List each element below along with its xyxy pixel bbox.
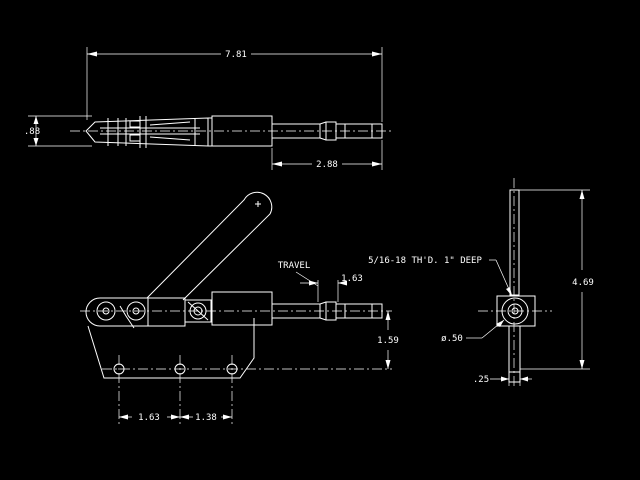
mounting-holes [102, 355, 392, 425]
dim-end-height-label: 4.69 [572, 278, 594, 288]
link-block [184, 299, 212, 323]
dim-travel-value: 1.63 [341, 274, 363, 284]
travel-label: TRAVEL [278, 261, 311, 271]
top-view-clamp-body [85, 116, 209, 148]
dim-top-height: .88 [24, 115, 92, 147]
dim-diameter-label: ø.50 [441, 334, 463, 344]
dim-plunger-extension: 2.88 [271, 140, 383, 170]
dim-diameter: ø.50 [441, 319, 505, 344]
pivot-mid [126, 301, 146, 321]
end-view: 4.69 5/16-18 TH'D. 1" DEEP ø.50 .25 [368, 178, 594, 388]
dim-top-height-label: .88 [24, 127, 40, 137]
pivot-left [96, 301, 116, 321]
thread-note: 5/16-18 TH'D. 1" DEEP [368, 256, 513, 297]
dim-end-width: .25 [473, 375, 532, 386]
dim-overall-length-label: 7.81 [225, 50, 247, 60]
top-view: 7.81 .88 2.88 [24, 47, 392, 170]
dim-hole-spacing: 1.63 1.38 [119, 413, 232, 423]
linkage [85, 297, 186, 329]
top-view-plunger [271, 121, 383, 141]
side-view-plunger [271, 301, 383, 321]
dim-hole-spacing-1: 1.63 [138, 413, 160, 423]
handle-lever [146, 191, 273, 301]
dim-end-width-label: .25 [473, 375, 489, 385]
dim-side-height: 1.59 [377, 311, 399, 369]
dim-hole-spacing-2: 1.38 [195, 413, 217, 423]
end-view-foot [508, 325, 521, 383]
dim-plunger-extension-label: 2.88 [316, 160, 338, 170]
side-view-housing [211, 291, 273, 326]
dim-end-height: 4.69 [519, 189, 594, 370]
base-plate [87, 318, 255, 379]
thread-note-label: 5/16-18 TH'D. 1" DEEP [368, 256, 482, 266]
dim-overall-length: 7.81 [86, 47, 383, 122]
dim-side-height-label: 1.59 [377, 336, 399, 346]
end-view-handle [509, 189, 520, 296]
side-view: TRAVEL 1.63 1.59 1.63 [80, 191, 399, 425]
dim-travel: TRAVEL 1.63 [278, 261, 363, 302]
